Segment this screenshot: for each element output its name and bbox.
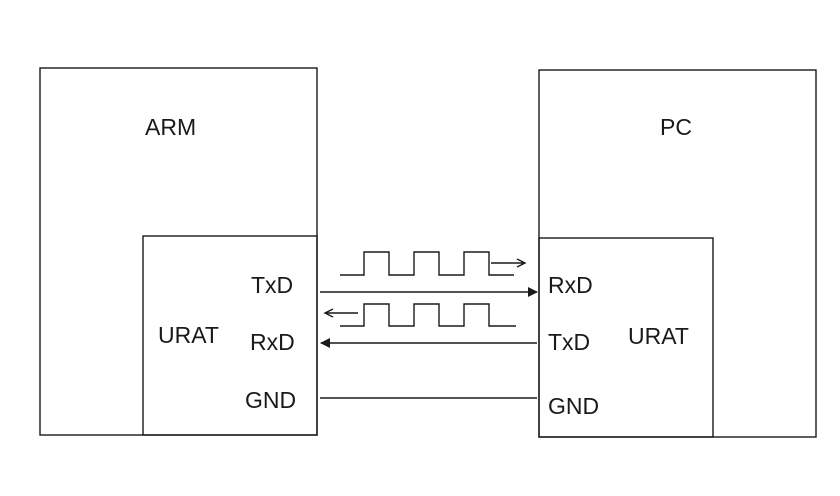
rx-signal-waveform xyxy=(340,303,516,327)
pc-rxd-pin: RxD xyxy=(548,272,593,298)
arm-gnd-pin: GND xyxy=(245,387,297,413)
rx-signal-direction-arrow xyxy=(323,308,358,318)
arm-title: ARM xyxy=(145,114,197,140)
tx-signal-direction-arrow xyxy=(491,258,527,268)
arm-urat-label: URAT xyxy=(158,322,219,348)
pc-urat-box xyxy=(538,237,714,438)
arm-rxd-pin: RxD xyxy=(250,329,295,355)
tx-signal-waveform xyxy=(340,251,514,276)
pc-txd-pin: TxD xyxy=(548,329,591,355)
arm-urat-box xyxy=(142,235,318,436)
pc-urat-label: URAT xyxy=(628,323,689,349)
pc-title: PC xyxy=(660,114,692,140)
pc-gnd-pin: GND xyxy=(548,393,600,419)
arm-txd-pin: TxD xyxy=(251,272,294,298)
